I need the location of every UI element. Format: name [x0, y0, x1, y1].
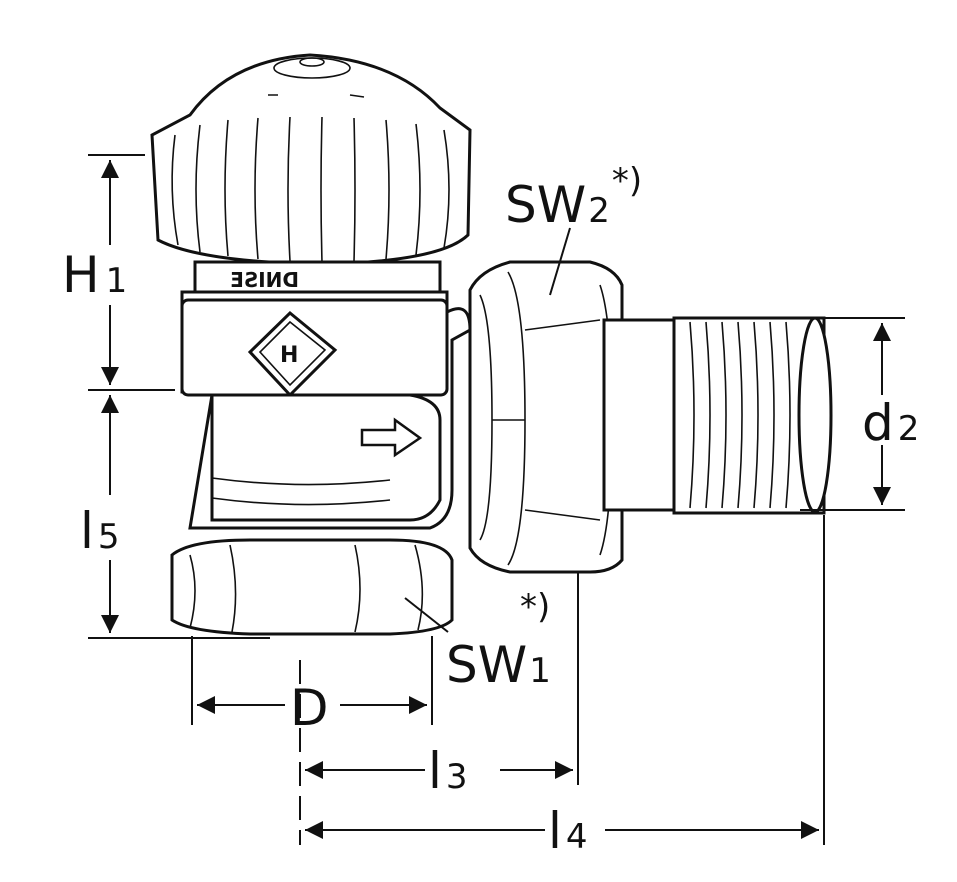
handwheel-ribs	[171, 116, 450, 263]
label-SW1-note: *)	[520, 587, 550, 627]
flow-direction-icon	[360, 417, 423, 458]
handwheel-cap	[150, 53, 472, 266]
label-D: D	[290, 679, 329, 737]
brand-logo: DNISE	[230, 268, 299, 292]
bottom-hex-nut	[170, 538, 454, 636]
threaded-end	[672, 316, 833, 515]
svg-text:H: H	[280, 343, 298, 368]
union-nut	[468, 260, 624, 574]
label-SW2: SW2*)	[505, 161, 642, 234]
dimension-lines	[88, 154, 905, 845]
valve-drawing: DNISE H	[150, 53, 833, 636]
label-SW1: SW1	[446, 636, 551, 694]
